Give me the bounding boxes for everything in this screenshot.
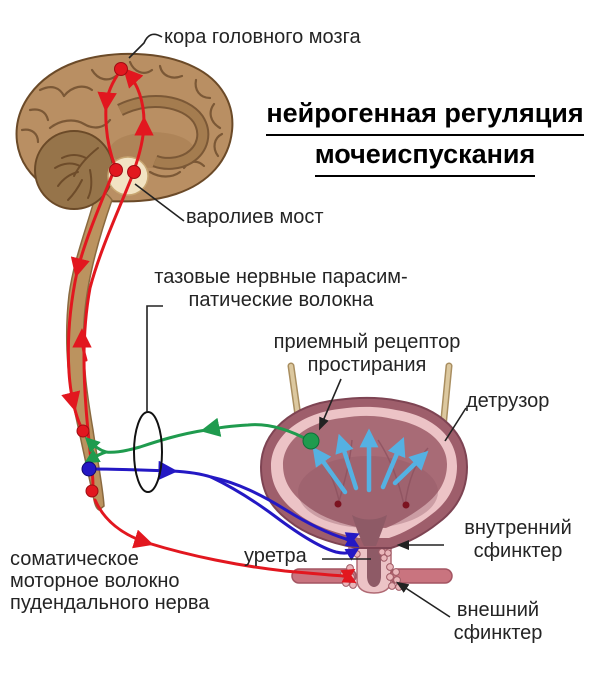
detrusor-pressure-arrows: [312, 428, 429, 495]
receptor-leader-arrow: [318, 378, 342, 431]
pelvic-fibers-leader: [146, 305, 163, 412]
external-sphincter-leader-arrow: [395, 581, 451, 618]
ureteral-opening-left: [334, 500, 342, 508]
cerebellum: [34, 130, 114, 210]
label-detrusor: детрузор: [466, 390, 550, 412]
green-afferent-fiber: [84, 417, 312, 464]
ureteral-opening-right: [402, 501, 410, 509]
pathway-nodes: [76, 62, 320, 498]
corpus-callosum-core: [117, 97, 208, 168]
leader-lines: [128, 33, 467, 618]
red-somatic-pudendal-fiber: [93, 498, 357, 583]
pons-node-left: [109, 163, 123, 177]
label-stretch-receptor: приемный рецептор простирания: [273, 331, 461, 376]
pons-node-right: [127, 165, 141, 179]
cord-red-node-lower: [85, 484, 99, 498]
pelvic-nerve-ring: [133, 411, 163, 493]
detrusor-leader: [444, 407, 467, 442]
label-pelvic-fibers: тазовые нервные парасим- патические воло…: [154, 266, 408, 311]
page-title-line2: мочеиспускания: [314, 136, 536, 177]
cortex-leader: [128, 33, 163, 59]
cortex-node: [114, 62, 128, 76]
page-title: нейрогенная регуляция мочеиспускания: [250, 95, 600, 177]
bladder-illustration: [259, 396, 469, 549]
label-pons: варолиев мост: [186, 206, 324, 228]
cord-blue-node: [81, 461, 97, 477]
page-title-line1: нейрогенная регуляция: [266, 95, 584, 136]
label-internal-sphincter: внутренний сфинктер: [464, 517, 572, 562]
bladder-neck-funnel: [352, 515, 387, 546]
cerebellum-arbor: [54, 147, 99, 201]
label-external-sphincter: внешний сфинктер: [453, 599, 543, 644]
label-urethra: уретра: [244, 545, 307, 567]
stretch-receptor-dot: [302, 432, 320, 450]
label-cerebral-cortex: кора головного мозга: [164, 26, 361, 48]
label-somatic-fiber: соматическое моторное волокно пудендальн…: [10, 548, 210, 614]
blue-efferent-fibers: [87, 460, 360, 561]
pons-leader: [134, 183, 185, 222]
cord-red-node-upper: [76, 424, 90, 438]
